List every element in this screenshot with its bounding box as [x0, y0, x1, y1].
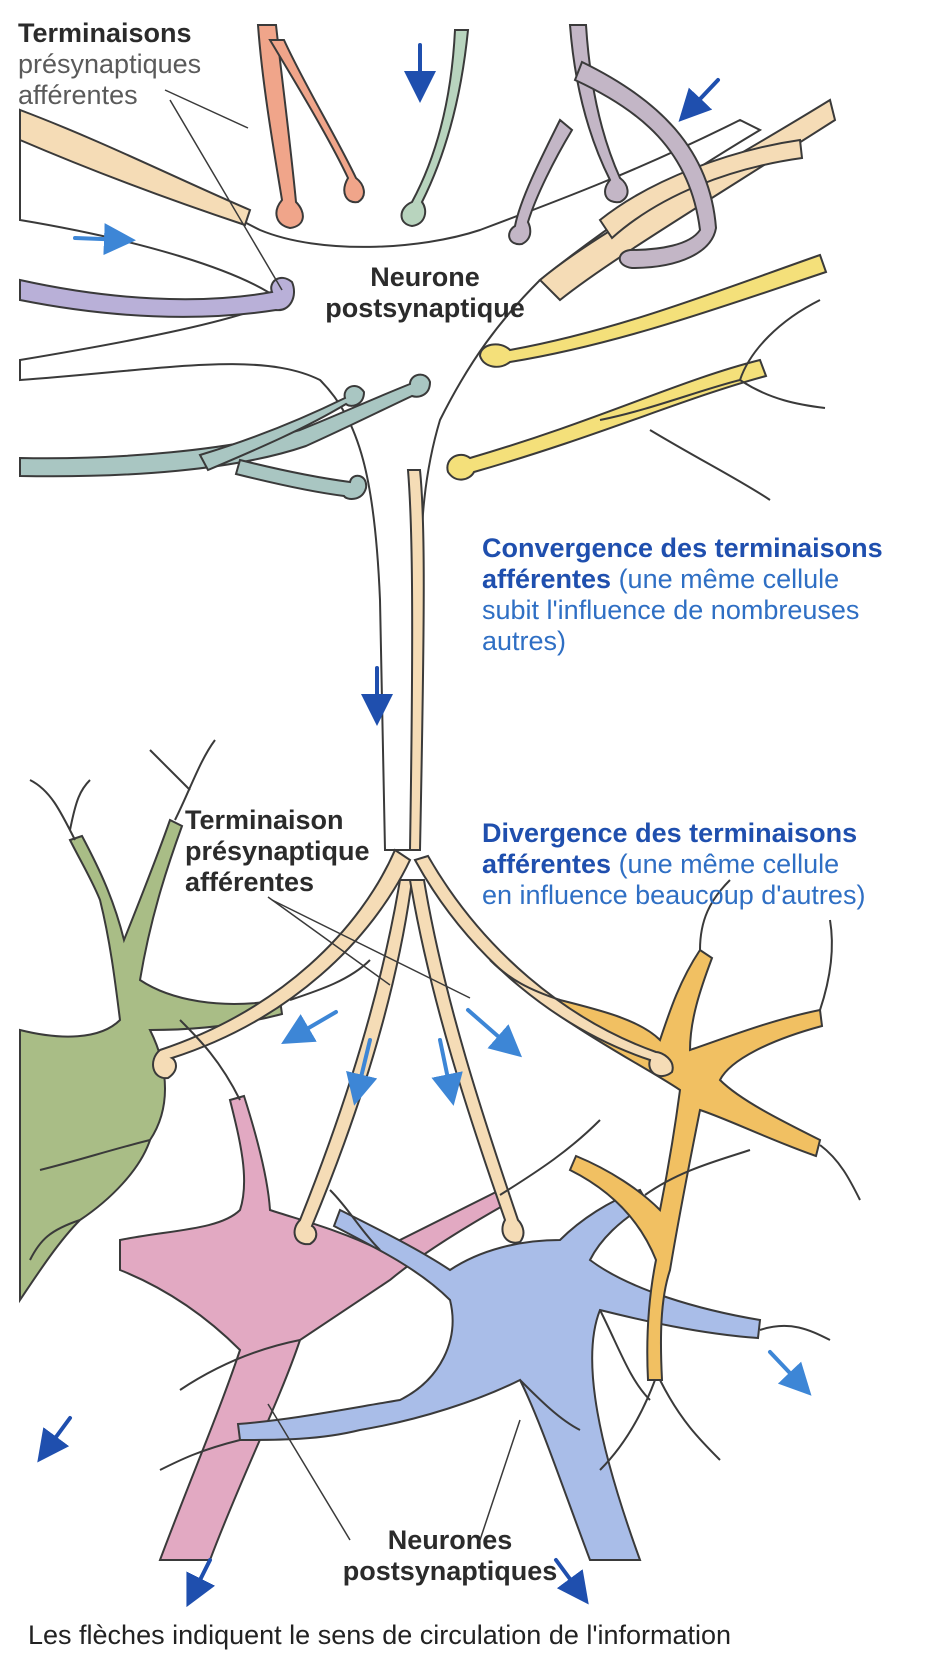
pink-neuron	[120, 1096, 506, 1560]
label-convergence-bold1: Convergence des terminaisons	[482, 533, 883, 564]
label-bottom-neurons-line1: Neurones	[330, 1525, 570, 1556]
label-divergence-bold1: Divergence des terminaisons	[482, 818, 865, 849]
label-convergence-line4: autres)	[482, 626, 883, 657]
label-mid-terminal-line1: Terminaison	[185, 805, 370, 836]
leader-bottom-2	[480, 1420, 520, 1540]
arrow-dark-2	[684, 80, 718, 116]
presynaptic-mint	[402, 30, 469, 226]
label-divergence-line3: en influence beaucoup d'autres)	[482, 880, 865, 911]
label-top-terminals-line2: présynaptiques	[18, 49, 201, 80]
label-top-terminals-line3: afférentes	[18, 80, 201, 111]
arrow-light-6	[770, 1352, 806, 1390]
arrow-light-5	[468, 1010, 516, 1052]
arrow-light-1	[75, 238, 128, 240]
label-postsynaptic-neuron: Neurone postsynaptique	[310, 262, 540, 324]
label-bottom-neurons-line2: postsynaptiques	[330, 1556, 570, 1587]
presynaptic-salmon	[258, 25, 364, 228]
label-top-terminals: Terminaisons présynaptiques afférentes	[18, 18, 201, 111]
label-convergence-text2: (une même cellule	[611, 564, 839, 594]
label-postsynaptic-line1: Neurone	[310, 262, 540, 293]
label-bottom-neurons: Neurones postsynaptiques	[330, 1525, 570, 1587]
arrow-light-2	[288, 1012, 336, 1040]
label-divergence: Divergence des terminaisons afférentes (…	[482, 818, 865, 911]
label-mid-terminal-line2: présynaptique	[185, 836, 370, 867]
figure-caption: Les flèches indiquent le sens de circula…	[28, 1620, 731, 1651]
label-postsynaptic-line2: postsynaptique	[310, 293, 540, 324]
label-top-terminals-title: Terminaisons	[18, 18, 201, 49]
label-convergence-line3: subit l'influence de nombreuses	[482, 595, 883, 626]
label-mid-terminal: Terminaison présynaptique afférentes	[185, 805, 370, 898]
arrow-dark-4	[42, 1418, 70, 1456]
label-mid-terminal-line3: afférentes	[185, 867, 370, 898]
label-divergence-bold2: afférentes	[482, 849, 611, 879]
label-convergence: Convergence des terminaisons afférentes …	[482, 533, 883, 657]
arrow-dark-5	[190, 1560, 210, 1600]
label-convergence-bold2: afférentes	[482, 564, 611, 594]
label-divergence-text2: (une même cellule	[611, 849, 839, 879]
